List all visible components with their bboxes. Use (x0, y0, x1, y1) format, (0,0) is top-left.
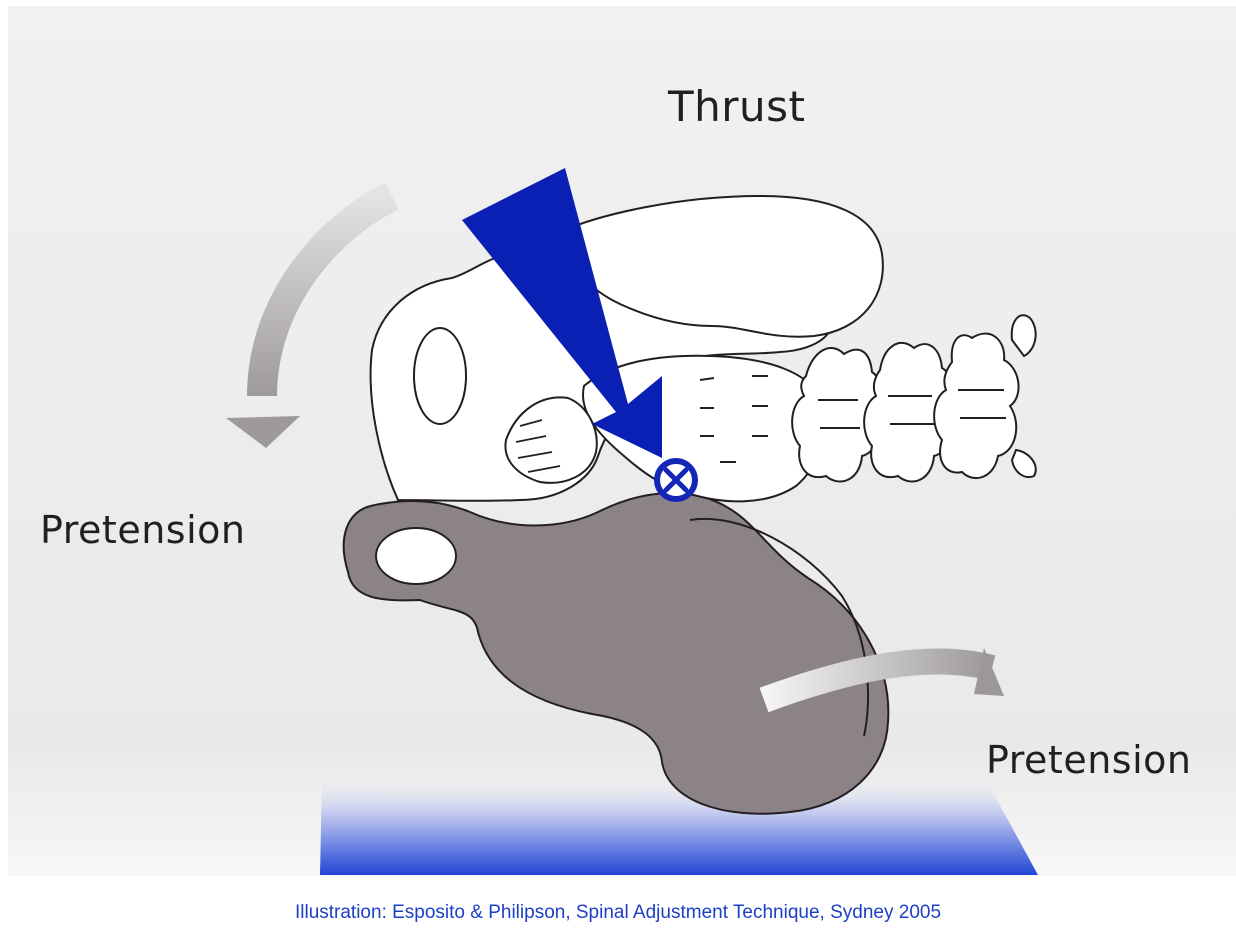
upper-pelvis-foramen (414, 328, 466, 424)
lumbar-vertebra-3 (934, 334, 1018, 479)
lower-pelvis-foramen (376, 528, 456, 584)
pretension-right-label: Pretension (986, 738, 1191, 782)
illustration-caption: Illustration: Esposito & Philipson, Spin… (0, 902, 1236, 924)
treatment-table (320, 778, 1038, 875)
circle-x-icon (657, 461, 695, 499)
pretension-left-label: Pretension (40, 508, 245, 552)
spinous-process (1012, 315, 1036, 356)
curved-arrow-icon (226, 196, 392, 448)
spinous-process-lower (1012, 450, 1036, 477)
thrust-label: Thrust (668, 82, 806, 131)
